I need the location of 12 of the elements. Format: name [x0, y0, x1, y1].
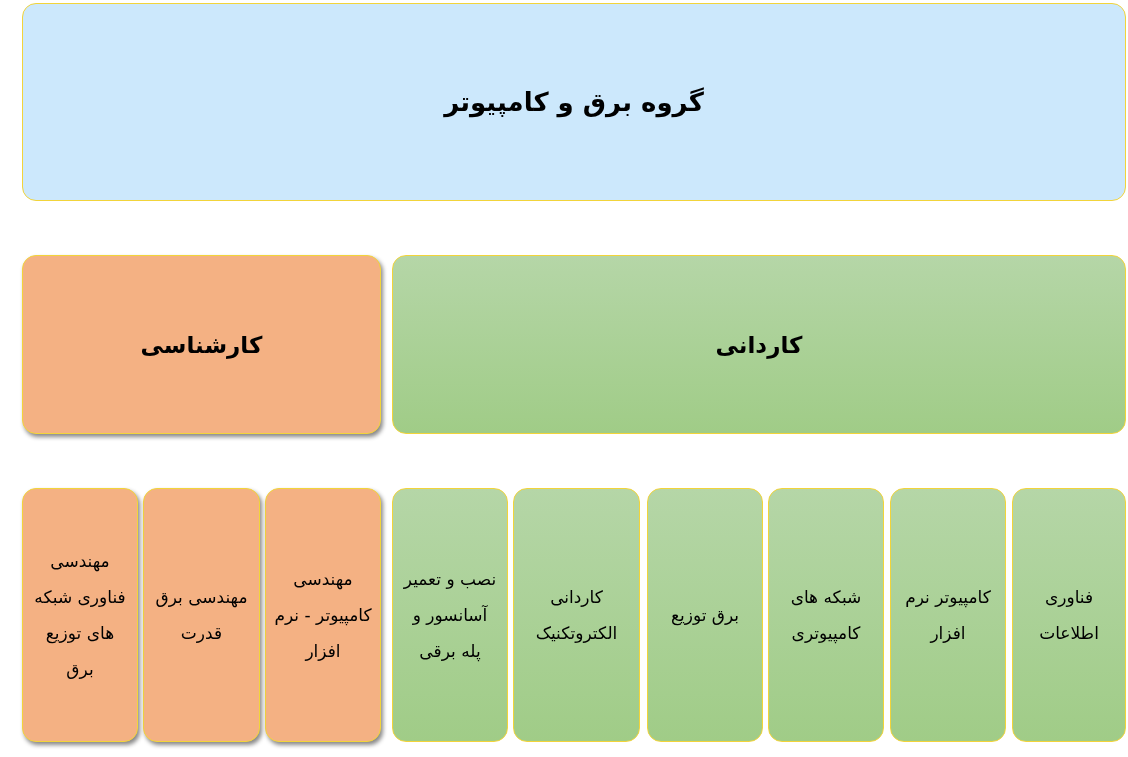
program-box: مهندسی برق قدرت [143, 488, 260, 742]
program-box: برق توزیع [647, 488, 763, 742]
program-box: شبکه های کامپیوتری [768, 488, 884, 742]
category-box: کارشناسی [22, 255, 381, 434]
program-box: مهندسی فناوری شبکه های توزیع برق [22, 488, 138, 742]
program-box: کامپیوتر نرم افزار [890, 488, 1006, 742]
program-box: مهندسی کامپیوتر - نرم افزار [265, 488, 381, 742]
category-box: کاردانی [392, 255, 1126, 434]
header-box: گروه برق و کامپیوتر [22, 3, 1126, 201]
program-box: نصب و تعمیر آسانسور و پله برقی [392, 488, 508, 742]
program-box: کاردانی الکتروتکنیک [513, 488, 640, 742]
program-box: فناوری اطلاعات [1012, 488, 1126, 742]
